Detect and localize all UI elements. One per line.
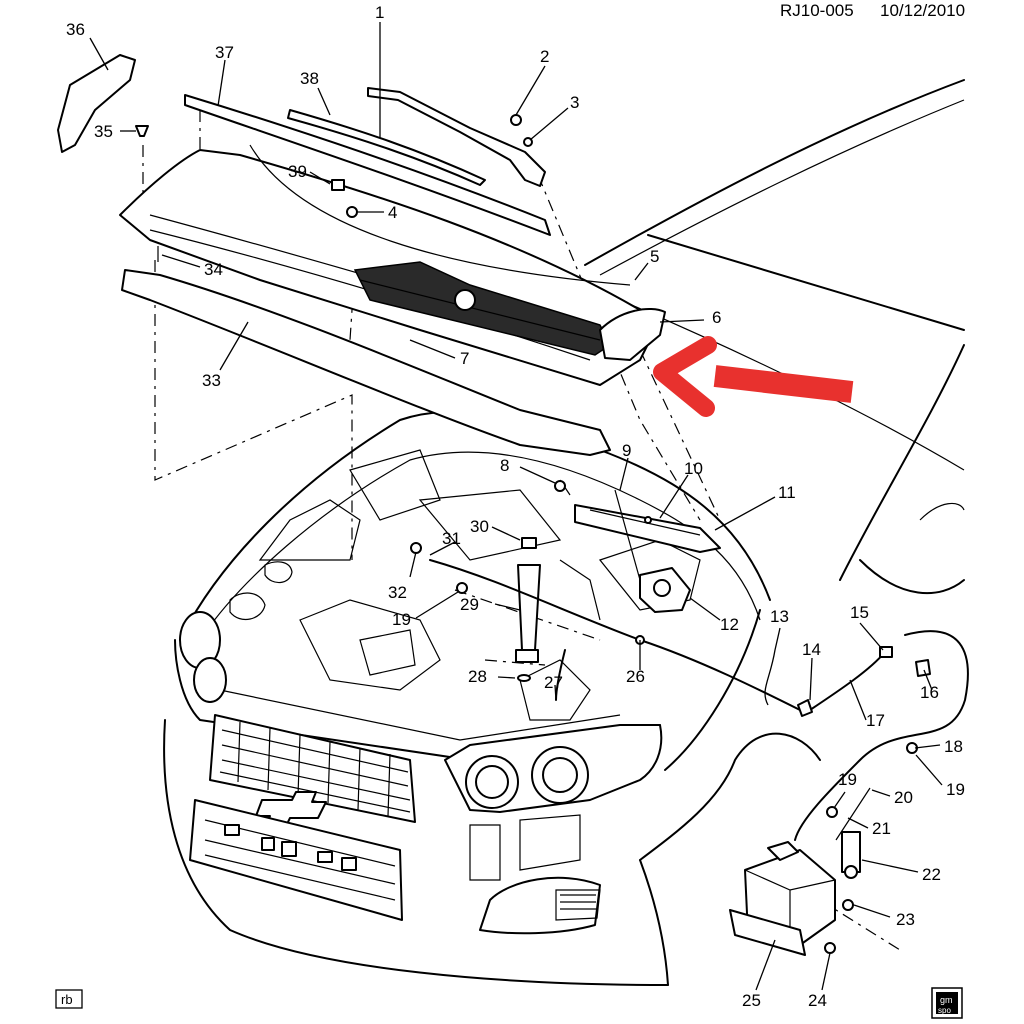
washer-hoses (410, 542, 969, 841)
callout-31: 31 (442, 529, 461, 548)
air-inlet-grille-panel (119, 149, 666, 386)
reservoir-nut (824, 942, 836, 954)
callout-35: 35 (94, 122, 113, 141)
callout-18: 18 (944, 737, 963, 756)
callout-29: 29 (460, 595, 479, 614)
wiper-linkage-and-motor (554, 479, 721, 613)
highlight-arrow (653, 336, 854, 417)
wiper-blade (287, 109, 486, 186)
washer-reservoir (729, 841, 836, 956)
callout-23: 23 (896, 910, 915, 929)
chevrolet-bowtie-emblem (255, 791, 327, 827)
vehicle-body-outline (163, 79, 965, 986)
cowl-nut (346, 206, 358, 218)
callout-20: 20 (894, 788, 913, 807)
diagram-date: 10/12/2010 (880, 1, 965, 20)
callout-16: 16 (920, 683, 939, 702)
clip (331, 179, 345, 191)
windshield-seal (249, 144, 631, 286)
washer-filler-neck (515, 537, 541, 682)
callout-11: 11 (778, 483, 796, 502)
callout-7: 7 (460, 349, 469, 368)
callout-25: 25 (742, 991, 761, 1010)
callout-22: 22 (922, 865, 941, 884)
callout-19-a: 19 (946, 780, 965, 799)
footer-badge-rb: rb (55, 989, 83, 1009)
cowl-seal (184, 94, 551, 236)
left-headlamp (179, 611, 227, 703)
gm-spo-logo: gm spo (931, 987, 963, 1019)
callout-26: 26 (626, 667, 645, 686)
fog-lamp-bezel (479, 876, 601, 935)
callout-labels: 1 2 3 4 5 6 7 8 9 10 11 12 13 14 15 16 1… (66, 3, 965, 1010)
callout-33: 33 (202, 371, 221, 390)
lower-grille (189, 799, 403, 921)
callout-15: 15 (850, 603, 869, 622)
callout-30: 30 (470, 517, 489, 536)
callout-36: 36 (66, 20, 85, 39)
callout-39: 39 (288, 162, 307, 181)
callout-1: 1 (375, 3, 384, 22)
callout-28: 28 (468, 667, 487, 686)
callout-21: 21 (872, 819, 891, 838)
callout-34: 34 (204, 260, 223, 279)
callout-17: 17 (866, 711, 885, 730)
callout-27: 27 (544, 673, 563, 692)
wiper-arm (367, 87, 546, 187)
leader-lines (89, 22, 943, 991)
callout-13: 13 (770, 607, 789, 626)
callout-10: 10 (684, 459, 703, 478)
callout-37: 37 (215, 43, 234, 62)
callout-12: 12 (720, 615, 739, 634)
wiper-arm-nut (510, 114, 522, 126)
callout-5: 5 (650, 247, 659, 266)
callout-3: 3 (570, 93, 579, 112)
callout-4: 4 (388, 203, 397, 222)
side-baffle (57, 54, 136, 153)
callout-6: 6 (712, 308, 721, 327)
right-headlamp (444, 724, 663, 813)
upper-grille (209, 714, 416, 823)
svg-text:rb: rb (61, 992, 73, 1007)
callout-32: 32 (388, 583, 407, 602)
washer-pump (841, 831, 861, 911)
svg-text:spo: spo (938, 1006, 951, 1015)
svg-text:gm: gm (940, 995, 953, 1005)
callout-19-c: 19 (392, 610, 411, 629)
diagram-code: RJ10-005 (780, 1, 854, 20)
bumper-inner-structure (469, 814, 581, 881)
callout-38: 38 (300, 69, 319, 88)
callout-14: 14 (802, 640, 821, 659)
callout-2: 2 (540, 47, 549, 66)
callout-19-b: 19 (838, 770, 857, 789)
callout-24: 24 (808, 991, 827, 1010)
push-pin (135, 125, 149, 137)
callout-9: 9 (622, 441, 631, 460)
lower-cowl-panel (121, 269, 611, 456)
callout-8: 8 (500, 456, 509, 475)
